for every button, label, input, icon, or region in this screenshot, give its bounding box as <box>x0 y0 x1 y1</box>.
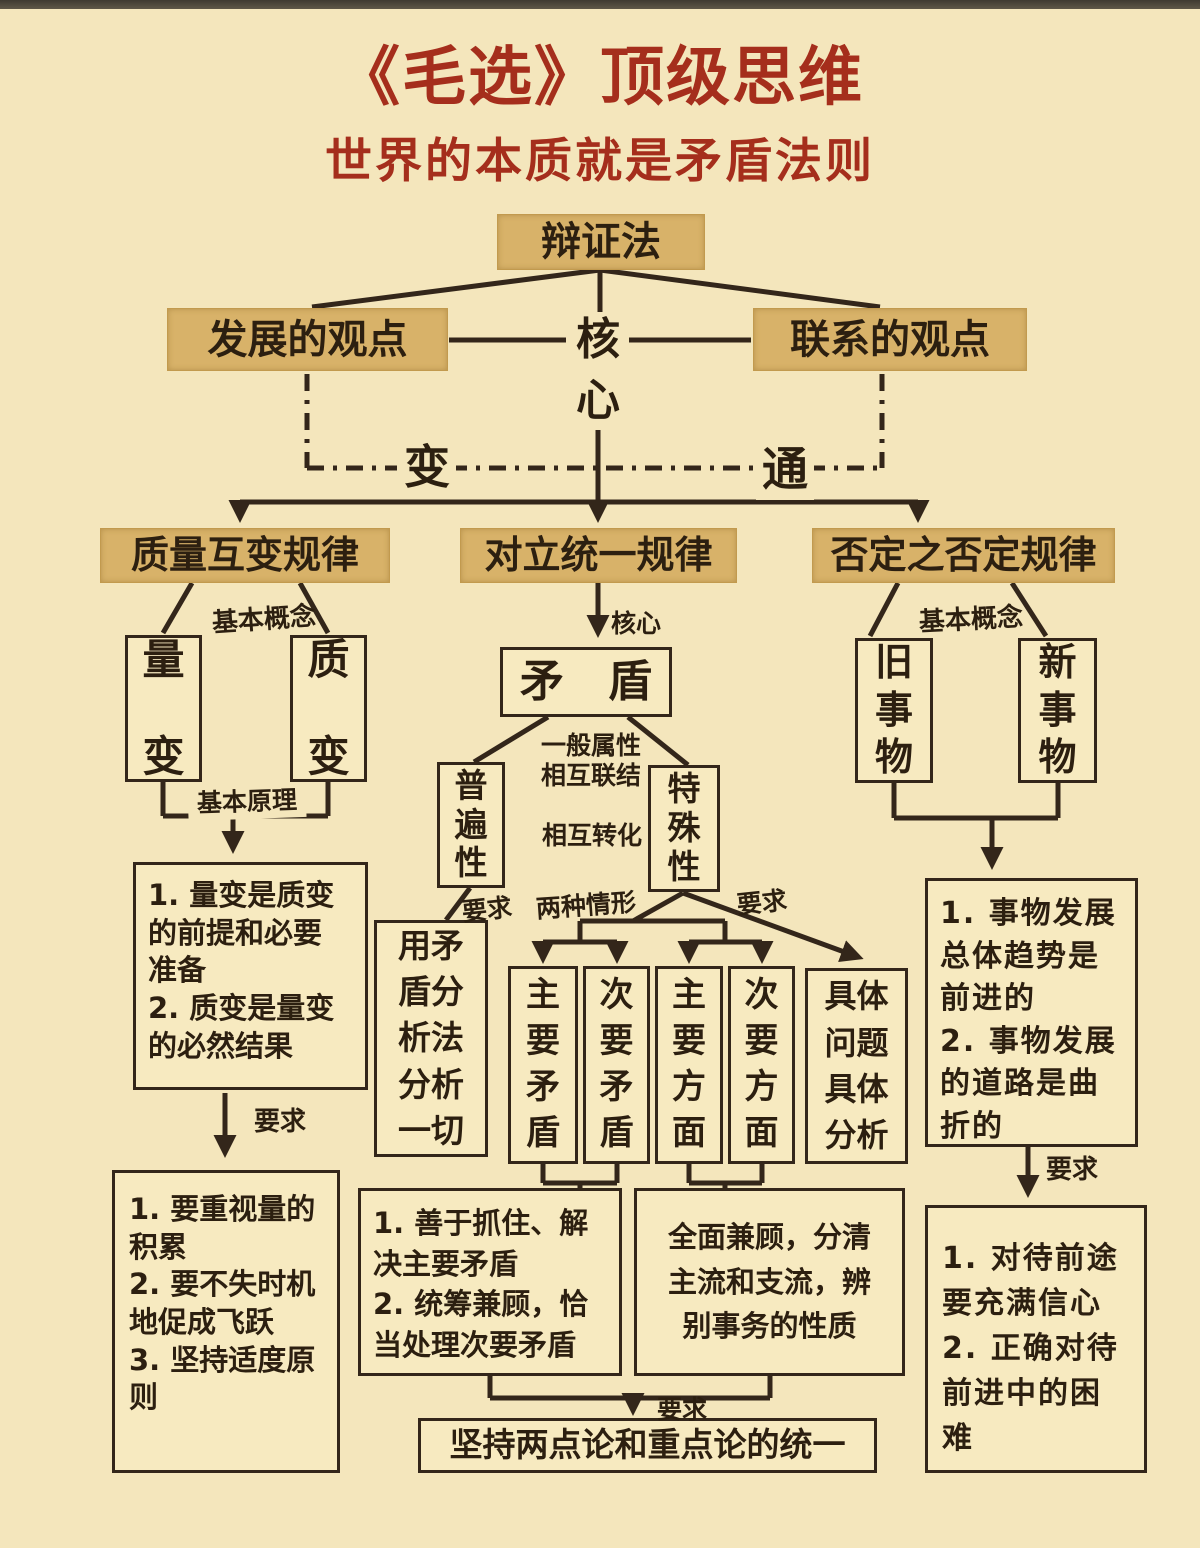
old-things-box: 旧 事 物 <box>855 638 933 783</box>
quantitative-change-box: 量 变 <box>125 635 202 782</box>
quality-principles-box: 1. 量变是质变 的前提和必要 准备 2. 质变是量变 的必然结果 <box>133 862 368 1090</box>
change-label: 变 <box>398 438 456 498</box>
top-edge-bar <box>0 0 1200 9</box>
rule-quality-quantity-box: 质量互变规律 <box>100 528 390 583</box>
development-view-box: 发展的观点 <box>167 308 448 371</box>
negation-requirements-box: 1. 对待前途 要充满信心 2. 正确对待 前进中的困 难 <box>925 1205 1147 1473</box>
top-connectors <box>228 267 930 523</box>
contradiction-result-box: 1. 善于抓住、解 决主要矛盾 2. 统筹兼顾，恰 当处理次要矛盾 <box>358 1188 622 1376</box>
aspect-result-box: 全面兼顾，分清 主流和支流，辨 别事务的性质 <box>634 1188 905 1376</box>
basic-concept-right-label: 基本概念 <box>918 602 1024 638</box>
connection-view-box: 联系的观点 <box>753 308 1027 371</box>
main-aspect-box: 主 要 方 面 <box>655 966 723 1164</box>
basic-principle-label: 基本原理 <box>187 783 307 821</box>
concrete-analysis-box: 具体 问题 具体 分析 <box>805 968 908 1164</box>
universality-box: 普 遍 性 <box>437 762 505 888</box>
contradiction-method-box: 用矛 盾分 析法 分析 一切 <box>374 920 488 1157</box>
page-title: 《毛选》顶级思维 <box>336 41 864 115</box>
through-label: 通 <box>756 440 814 500</box>
new-things-box: 新 事 物 <box>1018 638 1097 783</box>
page-subtitle: 世界的本质就是矛盾法则 <box>325 134 875 189</box>
secondary-contradiction-box: 次 要 矛 盾 <box>583 966 650 1164</box>
rule-negation-box: 否定之否定规律 <box>812 528 1115 583</box>
rule-unity-opposites-box: 对立统一规律 <box>460 528 737 583</box>
mutual-transform-label: 相互转化 <box>541 821 642 850</box>
core-vertical-label: 核 心 <box>576 314 620 426</box>
quality-requirements-box: 1. 要重视量的 积累 2. 要不失时机 地促成飞跃 3. 坚持适度原 则 <box>112 1170 340 1473</box>
requirement-universality-label: 要求 <box>460 892 514 927</box>
negation-principles-box: 1. 事物发展 总体趋势是 前进的 2. 事物发展 的道路是曲 折的 <box>925 878 1138 1147</box>
general-attribute-label: 一般属性 <box>540 731 641 760</box>
dialectics-box: 辩证法 <box>497 214 705 270</box>
secondary-aspect-box: 次 要 方 面 <box>728 966 795 1164</box>
qualitative-change-box: 质 变 <box>290 635 367 782</box>
particularity-box: 特 殊 性 <box>648 765 720 892</box>
mutual-link-label: 相互联结 <box>540 761 641 790</box>
core-mid-label: 核心 <box>610 609 661 638</box>
requirement-conclusion-label: 要求 <box>656 1395 707 1424</box>
right-branch-connectors <box>867 581 1061 1198</box>
requirement-left-label: 要求 <box>253 1107 306 1137</box>
main-contradiction-box: 主 要 矛 盾 <box>508 966 578 1164</box>
requirement-particularity-label: 要求 <box>735 885 789 920</box>
contradiction-box: 矛 盾 <box>500 647 672 717</box>
conclusion-box: 坚持两点论和重点论的统一 <box>418 1418 877 1473</box>
middle-branch-connectors <box>444 583 864 1416</box>
requirement-right-label: 要求 <box>1045 1155 1098 1185</box>
